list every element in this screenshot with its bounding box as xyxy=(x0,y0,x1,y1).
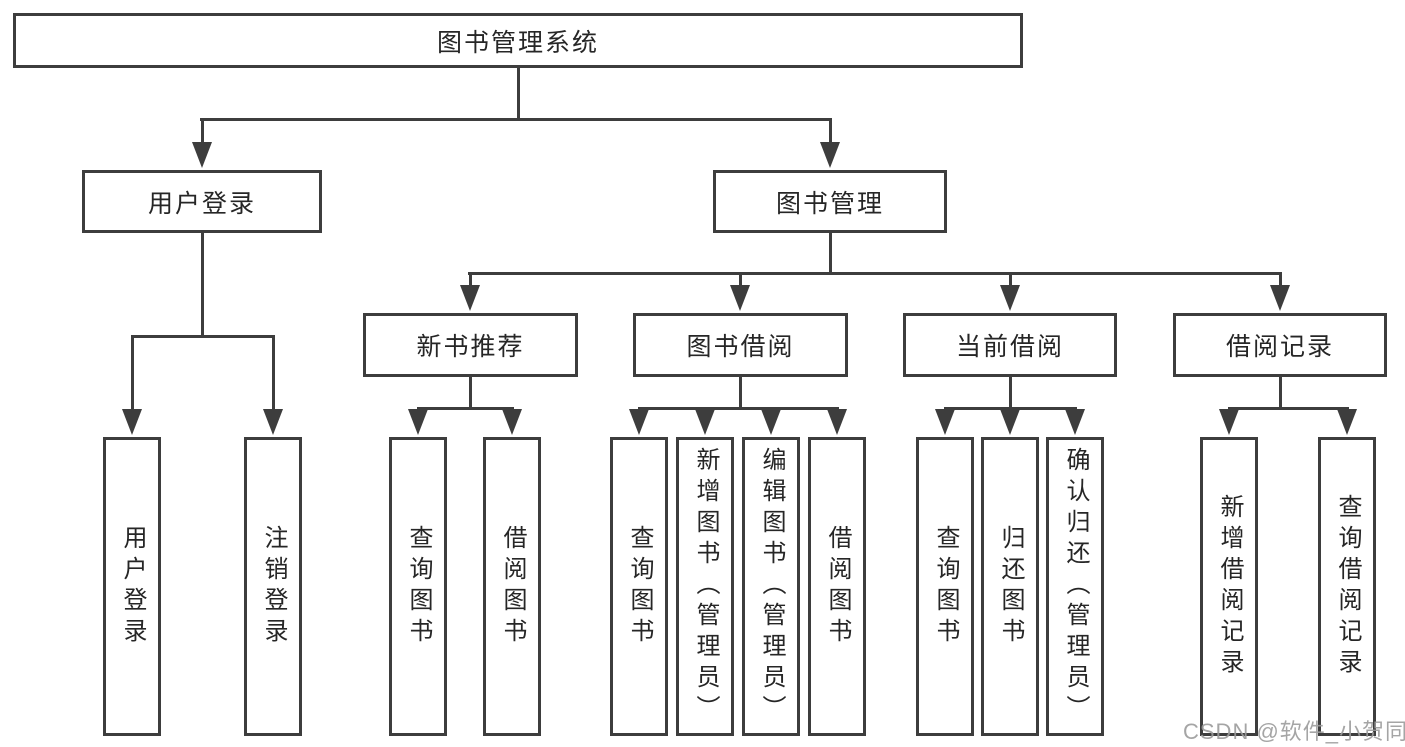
arrow-down-icon xyxy=(502,409,522,435)
node-confirm-return-admin: 确认归还（管理员） xyxy=(1046,437,1104,736)
connector-bar xyxy=(638,407,839,410)
connector-arrow-line xyxy=(131,335,134,427)
node-edit-book-admin-label: 编辑图书（管理员） xyxy=(758,447,785,726)
connector-arrow-line xyxy=(272,335,275,427)
node-user-login-label: 用户登录 xyxy=(119,524,146,649)
node-logout-label: 注销登录 xyxy=(260,524,287,649)
arrow-down-icon xyxy=(935,409,955,435)
connector-bar xyxy=(417,407,514,410)
node-query-borrow-record-label: 查询借阅记录 xyxy=(1334,493,1361,680)
arrow-down-icon xyxy=(1000,409,1020,435)
node-return-book: 归还图书 xyxy=(981,437,1039,736)
arrow-down-icon xyxy=(122,409,142,435)
connector-arrow-line xyxy=(201,118,204,160)
connector-bar xyxy=(1228,407,1349,410)
node-new-book-recommend: 新书推荐 xyxy=(363,313,578,377)
node-add-borrow-record-label: 新增借阅记录 xyxy=(1216,493,1243,680)
node-borrow-records-label: 借阅记录 xyxy=(1225,333,1334,361)
arrow-down-icon xyxy=(1337,409,1357,435)
node-query-book-recommend-label: 查询图书 xyxy=(405,524,432,649)
node-add-book-admin-label: 新增图书（管理员） xyxy=(692,447,719,726)
node-user-login: 用户登录 xyxy=(103,437,161,736)
node-edit-book-admin: 编辑图书（管理员） xyxy=(742,437,800,736)
arrow-down-icon xyxy=(192,142,212,168)
connector-stem xyxy=(1279,377,1282,410)
arrow-down-icon xyxy=(730,285,750,311)
arrow-down-icon xyxy=(1270,285,1290,311)
node-logout: 注销登录 xyxy=(244,437,302,736)
node-root-system: 图书管理系统 xyxy=(13,13,1023,68)
arrow-down-icon xyxy=(827,409,847,435)
arrow-down-icon xyxy=(263,409,283,435)
node-query-book-borrow: 查询图书 xyxy=(610,437,668,736)
arrow-down-icon xyxy=(1219,409,1239,435)
connector-stem xyxy=(469,377,472,410)
node-borrow-book-recommend-label: 借阅图书 xyxy=(499,524,526,649)
node-query-borrow-record: 查询借阅记录 xyxy=(1318,437,1376,736)
arrow-down-icon xyxy=(1000,285,1020,311)
node-query-book-current: 查询图书 xyxy=(916,437,974,736)
arrow-down-icon xyxy=(820,142,840,168)
arrow-down-icon xyxy=(408,409,428,435)
node-current-borrow: 当前借阅 xyxy=(903,313,1117,377)
connector-stem xyxy=(201,233,204,338)
arrow-down-icon xyxy=(695,409,715,435)
node-borrow-book: 借阅图书 xyxy=(808,437,866,736)
node-query-book-current-label: 查询图书 xyxy=(932,524,959,649)
node-user-login-group-label: 用户登录 xyxy=(147,189,256,218)
connector-bar xyxy=(200,118,832,121)
node-current-borrow-label: 当前借阅 xyxy=(955,333,1064,361)
node-user-login-group: 用户登录 xyxy=(82,170,322,233)
node-book-management-label: 图书管理 xyxy=(775,189,884,218)
connector-stem xyxy=(1009,377,1012,410)
node-borrow-book-label: 借阅图书 xyxy=(824,524,851,649)
node-root-system-label: 图书管理系统 xyxy=(436,28,599,57)
arrow-down-icon xyxy=(460,285,480,311)
connector-arrow-line xyxy=(829,118,832,160)
arrow-down-icon xyxy=(1065,409,1085,435)
connector-stem xyxy=(739,377,742,410)
node-new-book-recommend-label: 新书推荐 xyxy=(416,333,525,361)
csdn-watermark: CSDN @软件_小贺同学 xyxy=(1183,719,1405,744)
node-borrow-book-recommend: 借阅图书 xyxy=(483,437,541,736)
node-add-book-admin: 新增图书（管理员） xyxy=(676,437,734,736)
connector-bar xyxy=(468,272,1282,275)
arrow-down-icon xyxy=(629,409,649,435)
node-query-book-recommend: 查询图书 xyxy=(389,437,447,736)
connector-stem xyxy=(517,68,520,121)
node-add-borrow-record: 新增借阅记录 xyxy=(1200,437,1258,736)
connector-stem xyxy=(829,233,832,275)
node-book-management: 图书管理 xyxy=(713,170,947,233)
connector-bar xyxy=(131,335,275,338)
arrow-down-icon xyxy=(761,409,781,435)
node-return-book-label: 归还图书 xyxy=(997,524,1024,649)
node-query-book-borrow-label: 查询图书 xyxy=(626,524,653,649)
node-borrow-records: 借阅记录 xyxy=(1173,313,1387,377)
node-book-borrow: 图书借阅 xyxy=(633,313,848,377)
node-confirm-return-admin-label: 确认归还（管理员） xyxy=(1062,447,1089,726)
node-book-borrow-label: 图书借阅 xyxy=(686,333,795,361)
